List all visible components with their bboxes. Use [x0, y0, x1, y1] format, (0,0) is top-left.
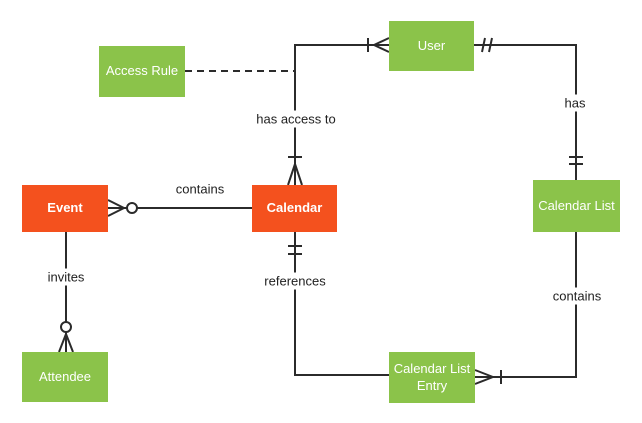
entity-calendar-list-entry: Calendar List Entry	[389, 352, 475, 403]
relationship-label-invites: invites	[43, 268, 89, 286]
entity-user-label: User	[417, 37, 446, 53]
entity-event-label: Event	[47, 200, 83, 216]
line-references	[294, 232, 389, 376]
relationship-label-contains-entry: contains	[548, 287, 606, 305]
entity-attendee-label: Attendee	[38, 368, 92, 384]
crows-foot-at-attendee-icon	[58, 333, 74, 353]
entity-attendee: Attendee	[22, 352, 108, 402]
connector-event-invites-attendee	[58, 232, 74, 353]
one-one-bars-at-calendar-list-icon	[569, 156, 583, 165]
line-has-access-to	[294, 44, 389, 185]
entity-access-rule: Access Rule	[99, 46, 185, 97]
zero-ring-at-event-icon	[126, 202, 138, 214]
entity-calendar-list-entry-label: Calendar List Entry	[393, 361, 471, 393]
crows-foot-at-entry-icon	[474, 369, 494, 385]
line-contains-entry	[475, 232, 577, 378]
connector-user-has-access-to-calendar	[287, 37, 390, 186]
entity-event: Event	[22, 185, 108, 232]
entity-calendar-list-label: Calendar List	[538, 197, 615, 213]
relationship-label-has: has	[560, 94, 590, 112]
entity-calendar: Calendar	[252, 185, 337, 232]
entity-calendar-list: Calendar List	[533, 180, 620, 232]
connector-calendar-list-contains-entry	[474, 232, 577, 385]
connector-entry-references-calendar	[288, 232, 389, 376]
connector-user-has-calendar-list	[474, 37, 583, 180]
entity-calendar-label: Calendar	[266, 200, 323, 216]
line-has	[474, 44, 577, 180]
one-one-bars-below-calendar-icon	[288, 245, 302, 255]
relationship-label-has-access-to: has access to	[252, 110, 340, 128]
connector-calendar-contains-event	[107, 199, 252, 217]
entity-user: User	[389, 21, 474, 71]
crows-foot-at-calendar-icon	[287, 163, 303, 186]
entity-access-rule-label: Access Rule	[105, 63, 179, 79]
zero-ring-at-attendee-icon	[60, 321, 72, 333]
crows-foot-at-user-icon	[373, 37, 390, 53]
crows-foot-at-event-icon	[107, 199, 125, 217]
relationship-label-contains-event: contains	[171, 180, 229, 198]
one-one-bars-at-user-icon	[481, 37, 493, 53]
relationship-label-references: references	[260, 272, 330, 290]
